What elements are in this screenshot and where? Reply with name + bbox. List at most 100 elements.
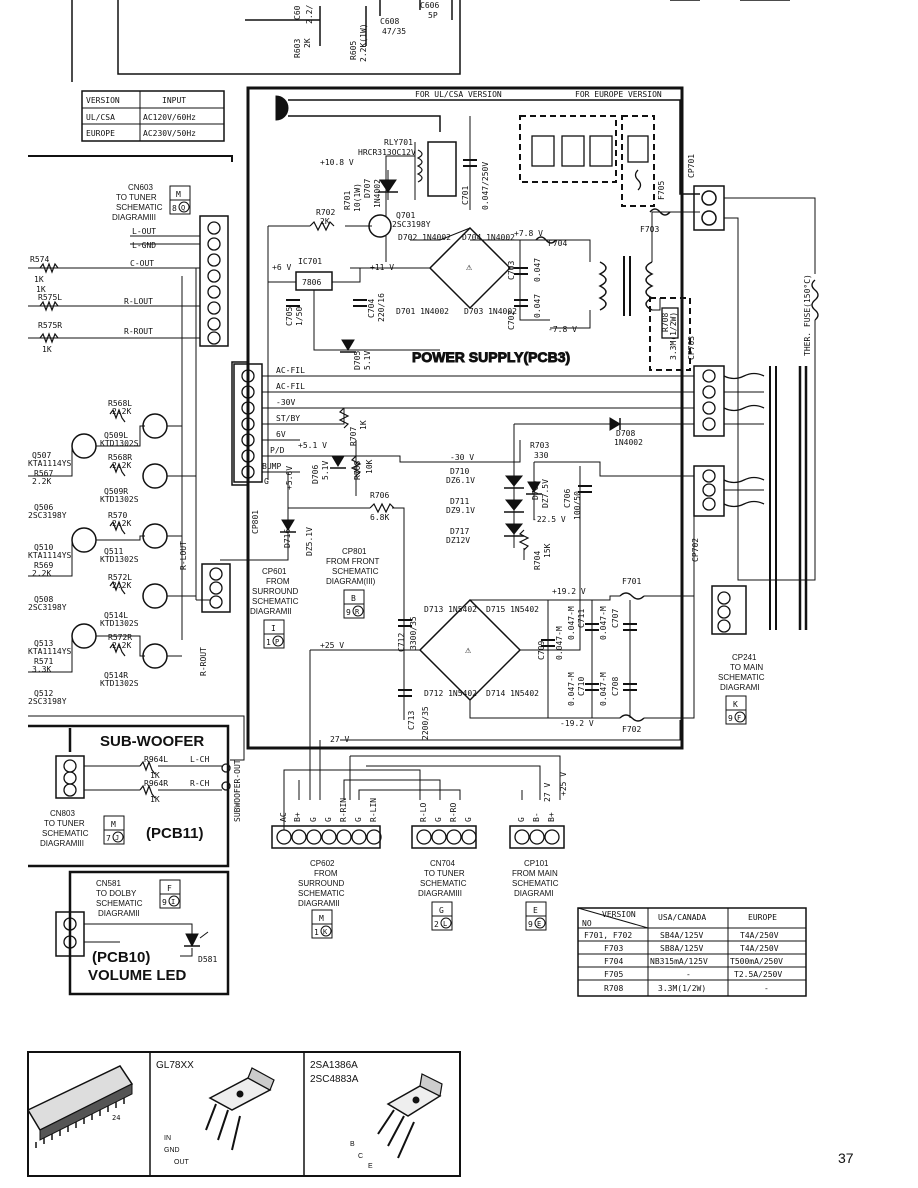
r571-label: R571: [34, 657, 53, 666]
input-table-cell: UL/CSA: [86, 113, 115, 122]
r704-value: 15K: [543, 543, 552, 558]
f704-label: F704: [548, 239, 567, 248]
q507-label: Q507: [32, 451, 51, 460]
d717-label: D717: [450, 527, 469, 536]
d705-label: D705: [353, 351, 362, 370]
cp602-label-4: SCHEMATIC: [298, 889, 345, 898]
version-table-header-eu: EUROPE: [748, 913, 777, 922]
cp601-label-2: FROM: [266, 577, 290, 586]
version-table-header: NO: [582, 919, 592, 928]
cp241-box: K: [733, 700, 738, 709]
cn704-label-3: SCHEMATIC: [420, 879, 467, 888]
c705-label: C705: [285, 307, 294, 326]
pcb10-label: (PCB10): [92, 949, 150, 966]
cp801b-num: 9: [346, 608, 351, 617]
v78-label: +7.8 V: [514, 229, 543, 238]
page-number: 37: [838, 1150, 854, 1166]
cp801b-circ: R: [355, 608, 360, 616]
d707-label: D707: [363, 179, 372, 198]
c709-value: 0.047-M: [555, 626, 564, 660]
bump-label: BUMP: [262, 462, 281, 471]
r-lout-vertical: R-LOUT: [179, 541, 188, 570]
version-table-header-usa: USA/CANADA: [658, 913, 706, 922]
r569-label: R569: [34, 561, 53, 570]
version-table-header: VERSION: [602, 910, 636, 919]
cp241-label-2: TO MAIN: [730, 663, 763, 672]
q510-value: KTA1114YS: [28, 551, 72, 560]
cp602-pin: B+: [293, 812, 302, 822]
component-packages: [26, 1051, 461, 1177]
d705-value: 5.1V: [363, 351, 372, 370]
c707-value: 0.047-M: [599, 606, 608, 640]
c713-value: 2200/35: [421, 706, 430, 740]
cn803-label-1: CN803: [50, 809, 75, 818]
r575r-value: 1K: [42, 345, 52, 354]
cp601-label-3: SURROUND: [252, 587, 298, 596]
cn603-label-2: TO TUNER: [116, 193, 157, 202]
d581-label: D581: [198, 955, 217, 964]
bottom-connector-labels: AC B+ G G R-RIN G R-LIN R-LO G R-RO G G …: [279, 798, 559, 939]
cn704-label-2: TO TUNER: [424, 869, 465, 878]
r571-value: 3.3K: [32, 665, 51, 674]
q509r-value: KTD1302S: [100, 495, 139, 504]
c706-label: C706: [563, 489, 572, 508]
f703-label: F703: [640, 225, 659, 234]
v6-label: +6 V: [272, 263, 291, 272]
input-table-header-input: INPUT: [162, 96, 186, 105]
q512-value: 2SC3198Y: [28, 697, 67, 706]
cp101-num: 9: [528, 920, 533, 929]
cn603-label-1: CN603: [128, 183, 153, 192]
cn603-label-4: DIAGRAMIII: [112, 213, 156, 222]
r603-value: 2K: [303, 38, 312, 48]
r569-value: 2.2K: [32, 569, 51, 578]
d707-value: 1N4002: [373, 179, 382, 208]
d715-label: D715 1N5402: [486, 605, 539, 614]
version-table-cell: T500mA/250V: [730, 957, 783, 966]
m30-label: -30V: [276, 398, 295, 407]
c703-value: 0.047: [533, 258, 542, 282]
r570-value: 2.2K: [112, 519, 131, 528]
c60x-label: C60: [293, 5, 302, 20]
cp601-label-4: SCHEMATIC: [252, 597, 299, 606]
cp101-pin: G: [517, 817, 526, 822]
f702-label: F702: [622, 725, 641, 734]
cn581-label-3: SCHEMATIC: [96, 899, 143, 908]
transistor-b: B: [350, 1141, 355, 1148]
c707-label: C707: [611, 609, 620, 628]
r568l-value: 2.2K: [112, 407, 131, 416]
top-fragment: [71, 0, 790, 82]
d710-label: D710: [450, 467, 469, 476]
c711-value: 0.047-M: [567, 606, 576, 640]
r707-value: 1K: [359, 420, 368, 430]
r701-label: R701: [343, 191, 352, 210]
c701-label: C701: [461, 186, 470, 205]
sub-woofer-title: SUB-WOOFER: [100, 733, 204, 750]
ul-csa-label: FOR UL/CSA VERSION: [415, 90, 502, 99]
d706-label: D706: [311, 465, 320, 484]
gl78-out: OUT: [174, 1159, 190, 1166]
v27b-label: 27 V: [543, 783, 552, 802]
cp602-num: 1: [314, 928, 319, 937]
cn581-label-4: DIAGRAMII: [98, 909, 140, 918]
v56-label: +5.6V: [285, 466, 294, 490]
l-gnd-label: L-GND: [132, 241, 156, 250]
q509l-value: KTD1302S: [100, 439, 139, 448]
c702-value: 0.047: [533, 294, 542, 318]
q508-label: Q508: [34, 595, 53, 604]
cp602-pin: G: [309, 817, 318, 822]
cn803-label-4: DIAGRAMIII: [40, 839, 84, 848]
r572l-label: R572L: [108, 573, 132, 582]
cp703-label: CP703: [687, 336, 696, 360]
cn581-box: F: [167, 884, 172, 893]
d706-value: 5.1V: [321, 461, 330, 480]
input-table-cell: EUROPE: [86, 129, 115, 138]
q506-label: Q506: [34, 503, 53, 512]
cp241-num: 9: [728, 714, 733, 723]
europe-label: FOR EUROPE VERSION: [575, 90, 662, 99]
cn603-box: M: [176, 190, 181, 199]
pcb11-label: (PCB11): [146, 825, 204, 842]
q513-value: KTA1114YS: [28, 647, 72, 656]
rch-label: R-CH: [190, 779, 209, 788]
c60x-value: 2.2/: [305, 5, 314, 24]
